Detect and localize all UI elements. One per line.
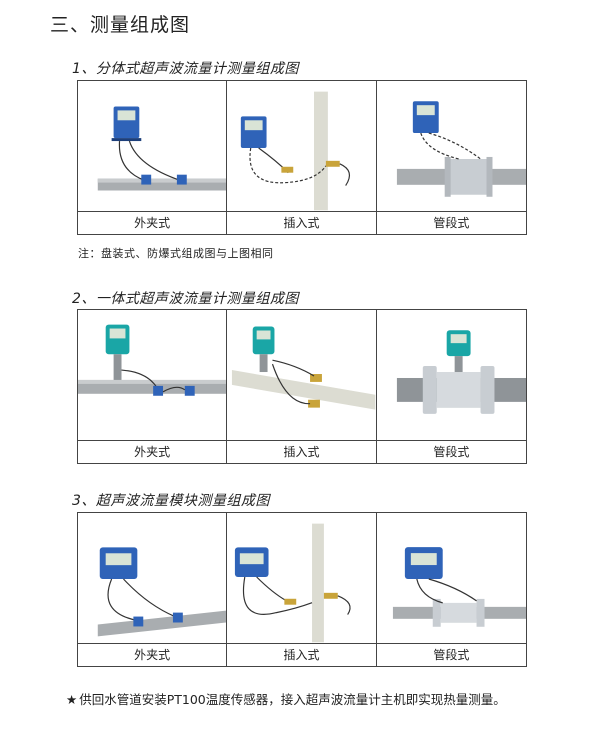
page-title: 三、测量组成图 xyxy=(50,14,191,36)
cell-insertion: 插入式 xyxy=(227,81,377,234)
cell-inline: 管段式 xyxy=(376,310,526,463)
insertion-split-illustration xyxy=(227,81,376,212)
cell-clamp-on: 外夹式 xyxy=(78,513,228,666)
footer-description: 供回水管道安装PT100温度传感器，接入超声波流量计主机即实现热量测量。 xyxy=(79,692,506,707)
cell-insertion: 插入式 xyxy=(227,513,377,666)
clamp-on-module-illustration xyxy=(78,513,227,644)
caption-clamp-on: 外夹式 xyxy=(134,216,171,230)
section-title-integrated-type: 2、一体式超声波流量计测量组成图 xyxy=(72,291,299,307)
diagram-table-split-type: 外夹式 插入式 xyxy=(77,80,527,235)
cell-insertion: 插入式 xyxy=(227,310,377,463)
diagram-table-module-type: 外夹式 插入式 xyxy=(77,512,527,667)
inline-split-illustration xyxy=(376,81,526,212)
caption-insertion: 插入式 xyxy=(283,216,320,230)
clamp-on-integrated-illustration xyxy=(78,310,227,441)
insertion-integrated-illustration xyxy=(227,310,376,441)
cell-inline: 管段式 xyxy=(376,81,526,234)
cell-inline: 管段式 xyxy=(376,513,526,666)
caption-inline: 管段式 xyxy=(433,445,470,459)
note-text: 注：盘装式、防爆式组成图与上图相同 xyxy=(78,247,274,260)
diagram-table-integrated-type: 外夹式 插入式 xyxy=(77,309,527,464)
inline-integrated-illustration xyxy=(376,310,526,441)
cell-clamp-on: 外夹式 xyxy=(78,81,228,234)
star-icon: ★ xyxy=(66,692,78,707)
caption-insertion: 插入式 xyxy=(283,648,320,662)
inline-module-illustration xyxy=(376,513,526,644)
insertion-module-illustration xyxy=(227,513,376,644)
caption-clamp-on: 外夹式 xyxy=(134,445,171,459)
clamp-on-split-illustration xyxy=(78,81,227,212)
section-title-split-type: 1、分体式超声波流量计测量组成图 xyxy=(72,61,299,77)
caption-inline: 管段式 xyxy=(433,648,470,662)
caption-insertion: 插入式 xyxy=(283,445,320,459)
caption-clamp-on: 外夹式 xyxy=(134,648,171,662)
section-title-module-type: 3、超声波流量模块测量组成图 xyxy=(72,493,270,509)
footer-text: ★供回水管道安装PT100温度传感器，接入超声波流量计主机即实现热量测量。 xyxy=(66,690,536,710)
cell-clamp-on: 外夹式 xyxy=(78,310,228,463)
caption-inline: 管段式 xyxy=(433,216,470,230)
